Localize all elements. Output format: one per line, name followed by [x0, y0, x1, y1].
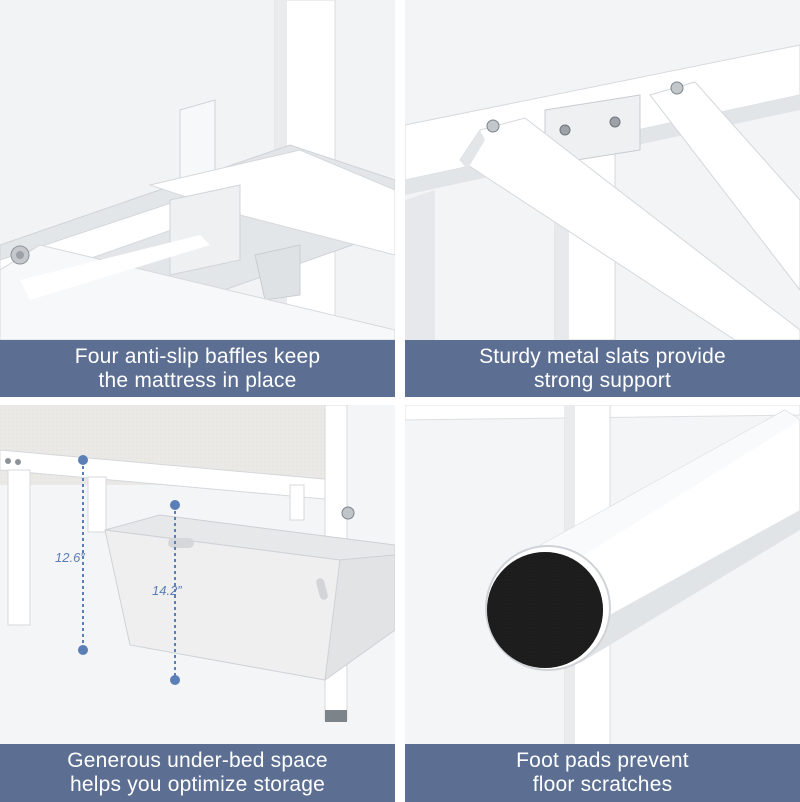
caption-line-2: floor scratches [532, 773, 673, 796]
panel-metal-slats: Sturdy metal slats provide strong suppor… [405, 0, 800, 397]
dimension-label-basket: 14.2” [152, 583, 182, 598]
caption-line-1: Four anti-slip baffles keep [74, 344, 321, 368]
panel-foot-pads: Foot pads prevent floor scratches [405, 405, 800, 802]
caption-foot-pads: Foot pads prevent floor scratches [405, 744, 800, 802]
caption-line-1: Foot pads prevent [516, 749, 689, 772]
caption-line-1: Sturdy metal slats provide [479, 344, 726, 368]
baffle-photo [0, 0, 395, 397]
panel-under-bed-space: 12.6” 14.2” Generous under-bed space hel… [0, 405, 395, 802]
caption-line-2: the mattress in place [98, 368, 297, 392]
caption-metal-slats: Sturdy metal slats provide strong suppor… [405, 340, 800, 397]
dimension-label-height: 12.6” [55, 550, 85, 565]
caption-line-2: helps you optimize storage [69, 773, 325, 796]
storage-photo: 12.6” 14.2” [0, 405, 395, 802]
caption-anti-slip-baffles: Four anti-slip baffles keep the mattress… [0, 340, 395, 397]
slats-photo [405, 0, 800, 397]
foot-pad-photo [405, 405, 800, 802]
caption-line-2: strong support [533, 368, 672, 392]
grid-divider-horizontal [0, 397, 800, 405]
caption-under-bed-space: Generous under-bed space helps you optim… [0, 744, 395, 802]
panel-anti-slip-baffles: Four anti-slip baffles keep the mattress… [0, 0, 395, 397]
caption-line-1: Generous under-bed space [67, 749, 328, 772]
